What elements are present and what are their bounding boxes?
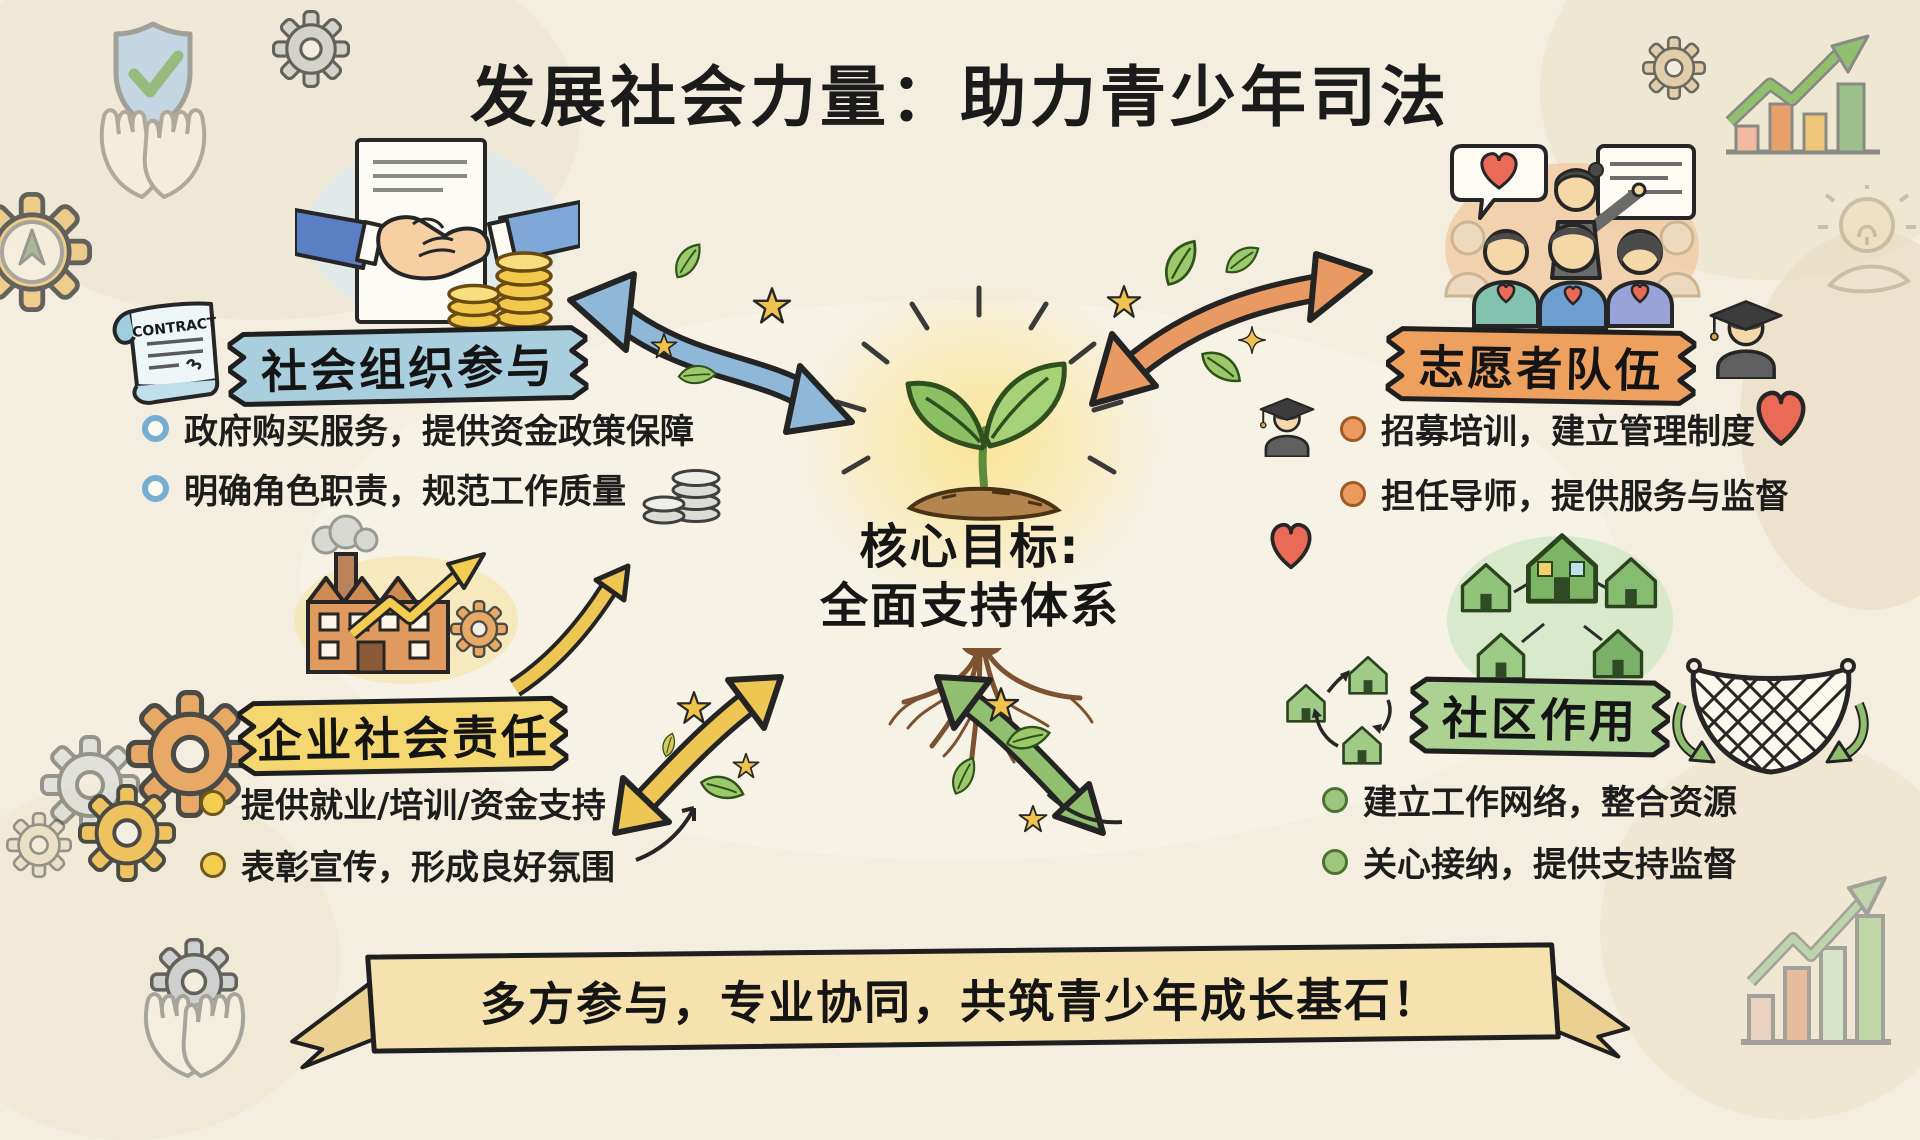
footer-slogan: 多方参与，专业协同，共筑青少年成长基石！ — [479, 972, 1441, 1032]
bullet-text: 表彰宣传，形成良好氛围 — [241, 848, 615, 888]
banner-community-label: 社区作用 — [1441, 691, 1639, 749]
banner-enterprise: 企业社会责任 — [237, 693, 569, 779]
house-cycle-icon — [1286, 655, 1392, 765]
graduate-icon — [1709, 299, 1783, 379]
community-houses-icon — [1447, 518, 1673, 704]
star-icon — [1106, 285, 1142, 318]
banner-shape — [227, 325, 589, 407]
heart-icon — [1270, 522, 1312, 570]
bullet-text: 建立工作网络，整合资源 — [1363, 783, 1737, 823]
core-goal-line1: 核心目标: — [859, 519, 1081, 575]
core-goal-heading: 核心目标: 全面支持体系 — [710, 518, 1230, 635]
list-item: 建立工作网络，整合资源 — [1322, 775, 1737, 824]
list-item: 关心接纳，提供支持监督 — [1322, 837, 1737, 886]
bullet-dot — [1322, 848, 1348, 875]
bullet-dot — [200, 851, 226, 878]
bullet-dot — [142, 475, 169, 502]
gear-icon — [6, 812, 72, 878]
graduate-icon — [1259, 397, 1315, 457]
list-item: 明确角色职责，规范工作质量 — [142, 464, 694, 513]
star-icon — [982, 687, 1020, 722]
gear-icon — [78, 784, 176, 882]
list-item: 招募培训，建立管理制度 — [1340, 404, 1789, 453]
bullet-dot — [200, 789, 226, 816]
social-org-bullets: 政府购买服务，提供资金政策保障 明确角色职责，规范工作质量 — [142, 404, 694, 513]
banner-enterprise-label: 企业社会责任 — [255, 709, 551, 769]
seedling-icon — [834, 285, 1124, 521]
arrow-yellow — [612, 674, 784, 836]
compass-gear-icon — [0, 192, 92, 312]
hands-gear-icon — [143, 938, 246, 1078]
gold-coins-icon — [447, 251, 553, 331]
star-icon — [650, 332, 678, 359]
factory-icon — [294, 514, 518, 684]
arrow-orange — [1089, 251, 1373, 407]
volunteer-group-icon — [1444, 144, 1701, 333]
bullet-dot — [1340, 415, 1366, 442]
motion-swoosh — [635, 806, 696, 862]
enterprise-bullets: 提供就业/培训/资金支持 表彰宣传，形成良好氛围 — [200, 778, 615, 889]
core-goal-line2: 全面支持体系 — [819, 577, 1120, 634]
sparkle-icon — [1238, 326, 1266, 354]
list-item: 提供就业/培训/资金支持 — [200, 778, 615, 827]
hands-shield-icon — [99, 21, 207, 200]
banner-shape — [1409, 676, 1671, 758]
bullet-dot — [142, 415, 169, 442]
banner-volunteer: 志愿者队伍 — [1385, 323, 1697, 408]
leaf-icon — [1201, 347, 1242, 388]
bullet-dot — [1340, 480, 1366, 507]
list-item: 表彰宣传，形成良好氛围 — [200, 840, 615, 889]
bar-chart-icon — [1741, 876, 1891, 1045]
list-item: 担任导师，提供服务与监督 — [1340, 469, 1789, 518]
bullet-text: 政府购买服务，提供资金政策保障 — [184, 412, 694, 452]
leaf-icon — [670, 243, 707, 279]
banner-social-org: 社会组织参与 — [227, 322, 589, 410]
bullet-text: 关心接纳，提供支持监督 — [1363, 845, 1737, 885]
idea-bulb-icon — [1818, 185, 1916, 294]
bullet-text: 明确角色职责，规范工作质量 — [184, 472, 626, 512]
ribbon-shape — [290, 942, 1631, 1070]
silver-coins-icon — [642, 469, 721, 525]
star-icon — [676, 691, 712, 724]
volunteer-bullets: 招募培训，建立管理制度 担任导师，提供服务与监督 — [1340, 404, 1789, 518]
leaf-icon — [1225, 243, 1260, 277]
banner-community: 社区作用 — [1409, 674, 1671, 761]
star-icon — [752, 287, 792, 324]
rising-arrow-icon — [509, 563, 631, 697]
banner-shape — [1385, 326, 1697, 406]
banner-social-org-label: 社会组织参与 — [260, 338, 556, 400]
banner-volunteer-label: 志愿者队伍 — [1417, 339, 1664, 399]
safety-net-icon — [1672, 658, 1869, 775]
community-bullets: 建立工作网络，整合资源 关心接纳，提供支持监督 — [1322, 775, 1737, 886]
bullet-text: 招募培训，建立管理制度 — [1381, 412, 1755, 452]
bullet-text: 提供就业/培训/资金支持 — [241, 786, 606, 826]
list-item: 政府购买服务，提供资金政策保障 — [142, 404, 694, 453]
bullet-text: 担任导师，提供服务与监督 — [1381, 477, 1789, 517]
footer-ribbon: 多方参与，专业协同，共筑青少年成长基石！ — [282, 934, 1639, 1070]
growth-chart-icon — [1725, 34, 1880, 155]
bullet-dot — [1322, 786, 1348, 813]
motion-swoosh — [1046, 792, 1123, 825]
arrow-blue — [567, 271, 855, 435]
banner-shape — [237, 695, 569, 777]
contract-scroll-icon: CONTRACT — [112, 301, 220, 405]
page-title: 发展社会力量：助力青少年司法 — [470, 59, 1450, 136]
